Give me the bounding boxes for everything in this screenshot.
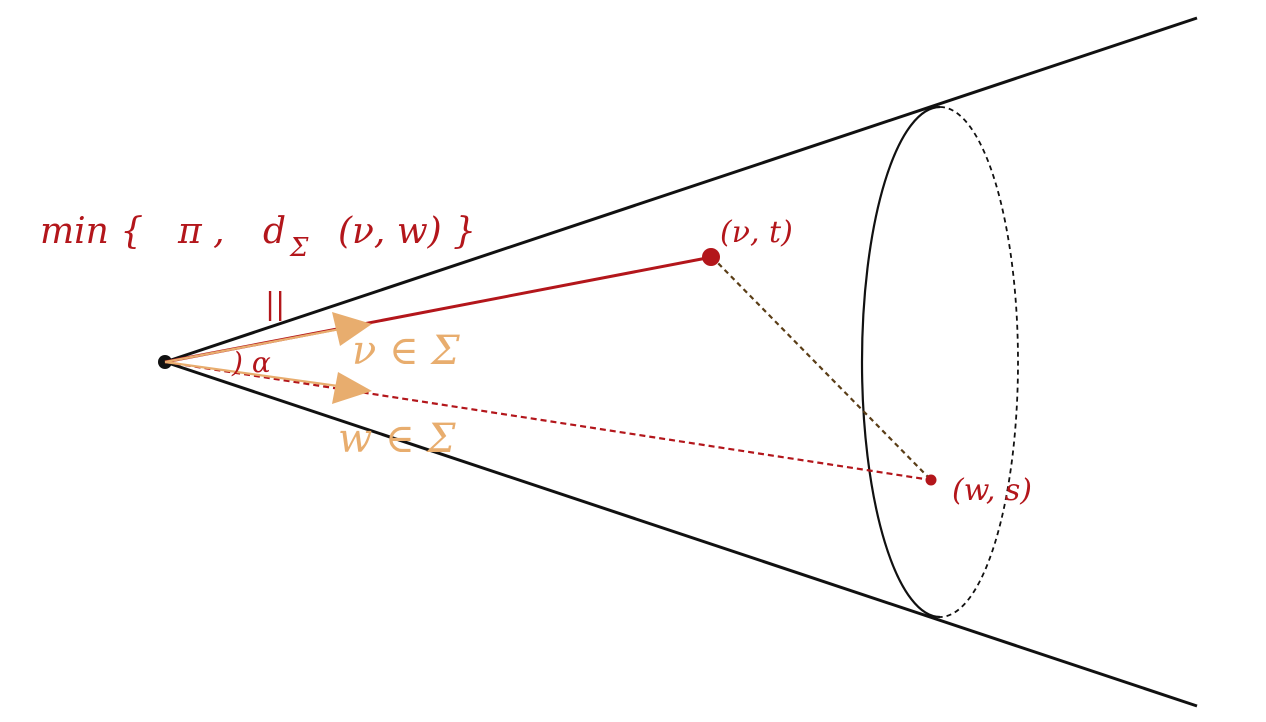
- cone-lower-ray: [164, 360, 1198, 708]
- label-v-in-sigma: ν ∈ Σ: [352, 328, 460, 374]
- chord-vt-ws: [711, 256, 932, 481]
- label-point-v-t: (ν, t): [720, 215, 793, 250]
- formula-sigma-subscript: Σ: [289, 233, 309, 263]
- angle-alpha-label: ) α: [231, 346, 271, 379]
- formula-min-prefix: min {: [40, 211, 143, 252]
- label-point-w-s: (w, s): [952, 473, 1032, 508]
- point-v-t: [702, 248, 720, 266]
- cone-upper-ray: [164, 16, 1198, 364]
- point-w-s: [925, 474, 937, 486]
- vector-v-shaft: [164, 327, 341, 364]
- vector-v-arrowhead: [332, 312, 372, 346]
- cross-section-back-arc: [939, 106, 1019, 618]
- formula-pi: π ,: [177, 211, 225, 252]
- formula-d: d: [263, 211, 286, 252]
- segment-w-s-dashed: [164, 360, 932, 482]
- cross-section-front-arc: [860, 105, 941, 619]
- vector-w-shaft: [164, 360, 339, 388]
- equals-sign-rotated: ||: [265, 287, 285, 322]
- vector-w-arrowhead: [332, 372, 372, 404]
- formula-args: (ν, w) }: [338, 211, 476, 252]
- label-w-in-sigma: w ∈ Σ: [338, 416, 456, 462]
